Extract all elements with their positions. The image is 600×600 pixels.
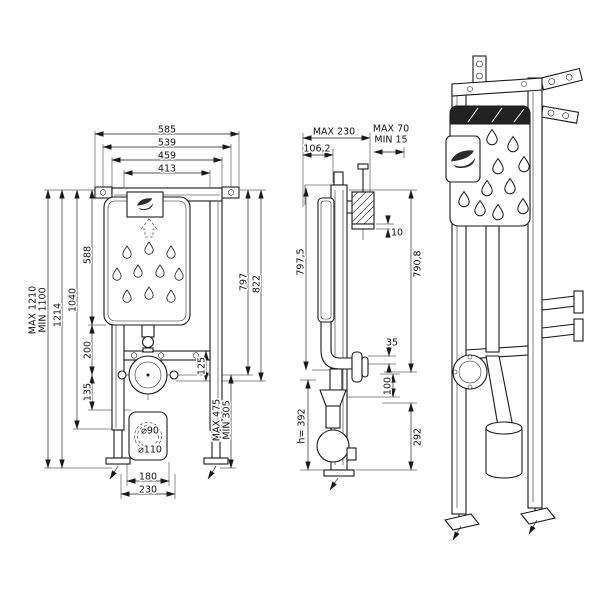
label-797: 797 xyxy=(239,273,250,291)
label-diameter-90: ⌀90 xyxy=(141,426,159,437)
label-585: 585 xyxy=(158,125,176,136)
persp-top-crossbar xyxy=(451,77,543,97)
label-10: 10 xyxy=(391,228,403,239)
label-588: 588 xyxy=(83,246,94,264)
dim-depth-106: 106,2 xyxy=(302,142,334,158)
dim-height-125: 125 xyxy=(195,350,209,382)
label-106-2: 106,2 xyxy=(303,144,330,155)
outlet-flange xyxy=(351,351,363,383)
perspective-view xyxy=(444,55,584,541)
flush-plate xyxy=(126,191,164,218)
label-max-230: MAX 230 xyxy=(313,127,355,138)
label-max-1210: MAX 1210 xyxy=(28,286,39,334)
dim-offset-35: 35 xyxy=(384,336,400,373)
dim-wall-distance: MAX 70 MIN 15 xyxy=(371,122,411,155)
front-outlet-elbow: ⌀90 ⌀110 xyxy=(128,411,168,461)
label-230: 230 xyxy=(139,485,157,496)
persp-wall-straps xyxy=(472,55,583,124)
dim-plate-10: 10 xyxy=(385,215,405,240)
dim-height-588: 588 xyxy=(81,189,95,326)
label-min-15: MIN 15 xyxy=(374,135,407,146)
dim-height-292: 292 xyxy=(408,402,425,471)
rail-right xyxy=(209,187,223,431)
label-200: 200 xyxy=(83,341,94,359)
dim-height-797: 797 xyxy=(237,189,251,376)
dim-width-180: 180 xyxy=(126,470,170,484)
label-797-5: 797,5 xyxy=(296,248,307,275)
label-413: 413 xyxy=(158,164,176,175)
anchor-arrow-icon xyxy=(109,465,119,480)
fill-valve-stub xyxy=(333,171,344,186)
dim-depth-max230: MAX 230 xyxy=(302,125,371,141)
label-790-8: 790,8 xyxy=(413,250,424,277)
persp-cistern xyxy=(445,105,531,227)
anchor-arrow-icon xyxy=(528,519,538,535)
anchor-arrow-icon xyxy=(207,465,217,480)
dim-width-459: 459 xyxy=(111,149,223,163)
label-min-305: MIN 305 xyxy=(222,400,233,439)
label-35: 35 xyxy=(386,338,398,349)
persp-support-arms xyxy=(541,290,584,342)
side-foot-plate xyxy=(323,469,355,477)
dim-height-822: 822 xyxy=(250,189,264,382)
wall-bracket-left xyxy=(94,186,113,199)
dim-height-h392: h= 392 xyxy=(295,379,311,471)
dim-offset-100: 100 xyxy=(381,373,396,398)
leg-left xyxy=(113,429,123,459)
label-1040: 1040 xyxy=(68,288,79,312)
wall-bracket-right xyxy=(221,186,240,199)
dim-height-797-5: 797,5 xyxy=(294,187,309,371)
side-view: MAX 230 106,2 MAX 70 MIN 15 10 797,5 790… xyxy=(294,122,425,491)
label-max-475: MAX 475 xyxy=(212,399,223,441)
dim-height-200: 200 xyxy=(81,324,95,376)
label-292: 292 xyxy=(413,428,424,446)
label-180: 180 xyxy=(139,472,157,483)
dim-width-413: 413 xyxy=(123,162,211,176)
anchor-arrow-icon xyxy=(329,477,339,491)
foot-plate-right xyxy=(203,457,229,465)
front-drain xyxy=(117,355,179,395)
dim-outlet-height: MAX 475 MIN 305 xyxy=(210,374,234,469)
label-539: 539 xyxy=(158,138,176,149)
dim-width-230: 230 xyxy=(120,483,176,497)
label-h-392: h= 392 xyxy=(297,408,308,443)
side-trap xyxy=(316,368,357,463)
front-view: ⌀90 ⌀110 585 539 459 413 MAX 1210 MIN 11… xyxy=(26,123,266,499)
dim-width-585: 585 xyxy=(94,123,240,137)
label-100: 100 xyxy=(383,377,394,395)
persp-outlet-cylinder xyxy=(485,421,523,479)
label-1214: 1214 xyxy=(53,303,64,327)
dim-height-135: 135 xyxy=(81,374,95,411)
persp-flush-plate xyxy=(445,135,481,183)
persp-feet xyxy=(444,507,556,541)
side-wall-bracket xyxy=(347,163,375,240)
label-max-70: MAX 70 xyxy=(373,124,409,135)
dim-height-1214: 1214 xyxy=(51,189,65,469)
lower-crossbar xyxy=(123,350,211,361)
anchor-arrow-icon xyxy=(452,525,462,541)
dim-height-max-min: MAX 1210 MIN 1100 xyxy=(26,189,51,469)
label-125: 125 xyxy=(197,357,208,375)
dim-height-1040: 1040 xyxy=(66,189,80,430)
dim-width-539: 539 xyxy=(102,136,232,150)
front-cistern xyxy=(103,191,191,326)
bracket-base-plate xyxy=(351,223,375,230)
foot-plate-left xyxy=(105,457,131,465)
side-flush-bend xyxy=(320,321,369,383)
side-cistern xyxy=(317,197,335,323)
label-822: 822 xyxy=(252,275,263,293)
persp-flush-pipe xyxy=(485,225,513,427)
dim-height-790-8: 790,8 xyxy=(408,189,425,373)
label-min-1100: MIN 1100 xyxy=(38,287,49,332)
front-flush-fittings xyxy=(141,324,155,353)
label-459: 459 xyxy=(158,151,176,162)
persp-drain-flange xyxy=(452,354,488,390)
label-135: 135 xyxy=(83,383,94,401)
persp-cistern-top xyxy=(449,105,531,125)
label-diameter-110: ⌀110 xyxy=(138,445,162,456)
